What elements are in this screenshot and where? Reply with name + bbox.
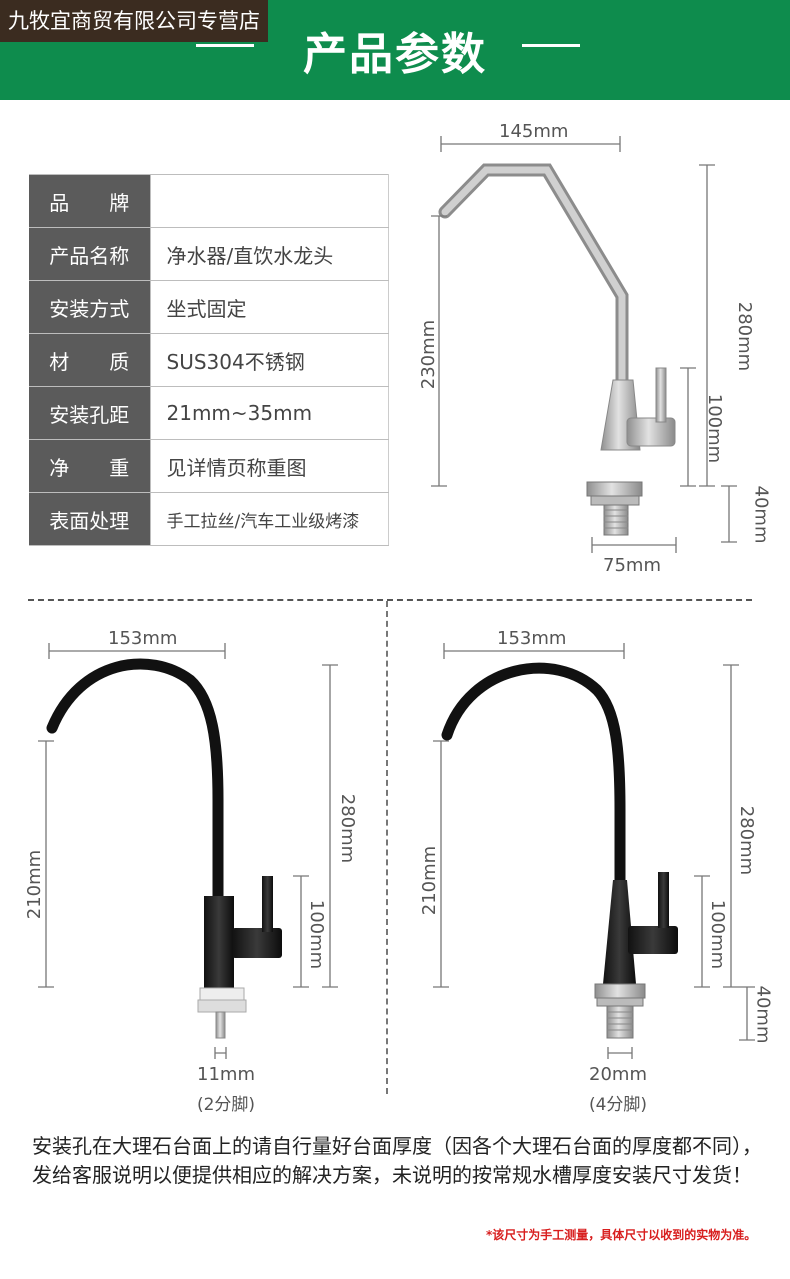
steel-width-label: 145mm bbox=[499, 121, 569, 142]
right-handle-height-label: 100mm bbox=[707, 899, 729, 970]
spec-row-net-weight: 净 重 见详情页称重图 bbox=[29, 439, 389, 493]
spec-label: 安装孔距 bbox=[29, 386, 151, 440]
right-height-label: 210mm bbox=[419, 845, 441, 916]
left-total-height-label: 280mm bbox=[337, 793, 359, 864]
right-thread-length-label: 40mm bbox=[752, 985, 774, 1044]
spec-row-brand: 品 牌 bbox=[29, 174, 389, 228]
spec-value bbox=[150, 174, 389, 228]
spec-value: 见详情页称重图 bbox=[150, 439, 389, 493]
steel-faucet-dimension-lines bbox=[431, 136, 737, 553]
section-divider bbox=[28, 599, 752, 601]
right-width-label: 153mm bbox=[497, 628, 567, 649]
steel-thread-length-label: 40mm bbox=[750, 485, 772, 544]
spec-row-surface: 表面处理 手工拉丝/汽车工业级烤漆 bbox=[29, 492, 389, 546]
steel-height-label: 230mm bbox=[418, 319, 440, 390]
left-height-label: 210mm bbox=[24, 849, 46, 920]
spec-label: 表面处理 bbox=[29, 492, 151, 546]
left-foot-size-label: 11mm bbox=[197, 1064, 255, 1085]
left-width-label: 153mm bbox=[108, 628, 178, 649]
steel-faucet-image bbox=[438, 163, 676, 536]
spec-row-product-name: 产品名称 净水器/直饮水龙头 bbox=[29, 227, 389, 281]
spec-value: 坐式固定 bbox=[150, 280, 389, 334]
spec-value: 净水器/直饮水龙头 bbox=[150, 227, 389, 281]
spec-label: 净 重 bbox=[29, 439, 151, 493]
spec-label: 安装方式 bbox=[29, 280, 151, 334]
title-line-right bbox=[522, 44, 580, 47]
black-faucet-left-dimension-lines bbox=[38, 643, 338, 1059]
column-divider bbox=[386, 601, 388, 1094]
left-handle-height-label: 100mm bbox=[306, 899, 328, 970]
installation-notice: 安装孔在大理石台面上的请自行量好台面厚度（因各个大理石台面的厚度都不同），发给客… bbox=[32, 1134, 762, 1187]
spec-value: 21mm~35mm bbox=[150, 386, 389, 440]
spec-row-hole-spacing: 安装孔距 21mm~35mm bbox=[29, 386, 389, 440]
spec-label: 产品名称 bbox=[29, 227, 151, 281]
section-title: 产品参数 bbox=[303, 29, 487, 80]
spec-value: 手工拉丝/汽车工业级烤漆 bbox=[150, 492, 389, 546]
store-name-tag[interactable]: 九牧宜商贸有限公司专营店 bbox=[0, 0, 268, 42]
right-total-height-label: 280mm bbox=[736, 805, 758, 876]
spec-table: 品 牌 产品名称 净水器/直饮水龙头 安装方式 坐式固定 材 质 SUS304不… bbox=[29, 174, 389, 546]
right-foot-type-label: (4分脚) bbox=[588, 1095, 648, 1115]
spec-label: 品 牌 bbox=[29, 174, 151, 228]
spec-row-material: 材 质 SUS304不锈钢 bbox=[29, 333, 389, 387]
steel-base-width-label: 75mm bbox=[603, 555, 661, 576]
spec-label: 材 质 bbox=[29, 333, 151, 387]
steel-total-height-label: 280mm bbox=[734, 301, 756, 372]
spec-row-install-method: 安装方式 坐式固定 bbox=[29, 280, 389, 334]
spec-value: SUS304不锈钢 bbox=[150, 333, 389, 387]
measurement-footnote: *该尺寸为手工测量，具体尺寸以收到的实物为准。 bbox=[486, 1228, 757, 1242]
right-foot-size-label: 20mm bbox=[589, 1064, 647, 1085]
left-foot-type-label: (2分脚) bbox=[196, 1095, 256, 1115]
black-faucet-right-image bbox=[441, 662, 678, 1039]
black-faucet-left-image bbox=[46, 658, 282, 1039]
black-faucet-right-dimension-lines bbox=[433, 643, 755, 1059]
steel-handle-height-label: 100mm bbox=[704, 393, 726, 464]
title-line-left bbox=[196, 44, 254, 47]
